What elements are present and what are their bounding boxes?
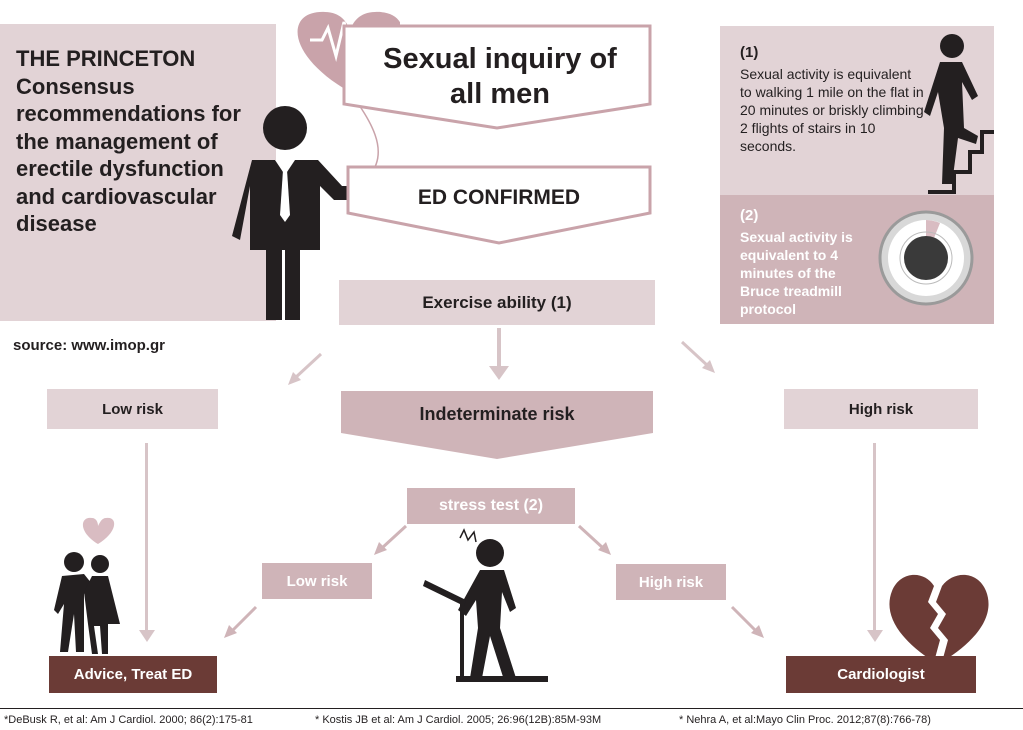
arrow-head-high xyxy=(867,630,883,642)
reference-3: * Nehra A, et al:Mayo Clin Proc. 2012;87… xyxy=(679,714,931,726)
arrow-stress-right xyxy=(577,524,611,555)
note2-text: Sexual activity is equivalent to 4 minut… xyxy=(740,229,853,317)
climbing-stairs-icon xyxy=(924,34,994,194)
note1-number: (1) xyxy=(740,44,759,61)
source-text: source: www.imop.gr xyxy=(13,337,165,354)
inquiry-text: Sexual inquiry of all men xyxy=(383,43,617,110)
stopwatch-icon xyxy=(878,210,974,306)
arrow-high-to-cardiologist xyxy=(873,443,876,633)
arrow-to-cardiologist-diag xyxy=(730,605,764,638)
exercise-ability-box: Exercise ability (1) xyxy=(339,280,655,325)
arrow-right-diag xyxy=(680,340,715,373)
title-panel xyxy=(0,24,276,321)
inquiry-chevron xyxy=(342,24,652,130)
stress-test-box: stress test (2) xyxy=(407,488,575,524)
low-risk-box: Low risk xyxy=(47,389,218,429)
ed-confirmed-chevron xyxy=(346,165,652,245)
indeterminate-risk-text: Indeterminate risk xyxy=(419,404,575,424)
advice-box: Advice, Treat ED xyxy=(49,656,217,693)
reference-1: *DeBusk R, et al: Am J Cardiol. 2000; 86… xyxy=(4,714,253,726)
arrow-stress-left xyxy=(374,524,408,555)
arrow-left-diag xyxy=(288,352,323,385)
stress-high-risk-box: High risk xyxy=(616,564,726,600)
stress-low-risk-box: Low risk xyxy=(262,563,372,599)
reference-2: * Kostis JB et al: Am J Cardiol. 2005; 2… xyxy=(315,714,602,726)
arrow-to-advice-diag xyxy=(224,605,258,638)
note1-text: Sexual activity is equivalent to walking… xyxy=(740,66,924,154)
high-risk-box: High risk xyxy=(784,389,978,429)
arrow-head-low xyxy=(139,630,155,642)
footer-divider xyxy=(0,708,1023,709)
arrow-down-center xyxy=(497,328,501,370)
note2-number: (2) xyxy=(740,207,759,224)
title: THE PRINCETON Consensus recommendations … xyxy=(16,46,241,236)
indeterminate-risk-chevron xyxy=(341,391,653,459)
ed-confirmed-text: ED CONFIRMED xyxy=(417,186,581,209)
couple-kissing-icon xyxy=(54,517,120,654)
broken-heart-icon xyxy=(889,574,989,662)
cardiologist-box: Cardiologist xyxy=(786,656,976,693)
arrow-head-center xyxy=(489,366,509,380)
arrow-low-to-advice xyxy=(145,443,148,633)
treadmill-runner-icon xyxy=(423,528,548,682)
